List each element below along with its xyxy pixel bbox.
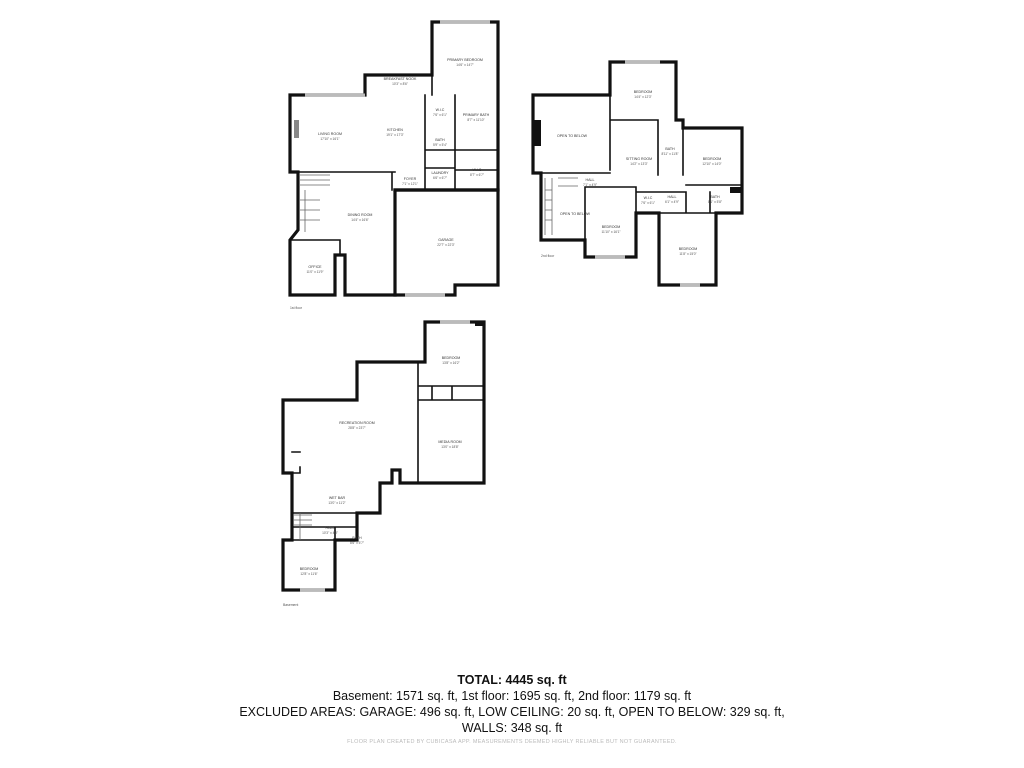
room-label: DINING ROOM <box>348 213 373 217</box>
room-label: KITCHEN <box>387 128 403 132</box>
disclaimer: FLOOR PLAN CREATED BY CUBICASA APP. MEAS… <box>347 739 677 745</box>
second-floor-rooms: BEDROOM 14'4" x 12'3" OPEN TO BELOW SITT… <box>557 90 722 256</box>
room-dims: 13'8" x 16'2" <box>442 361 459 365</box>
room-dims: 22'7" x 22'3" <box>437 243 454 247</box>
room-dims: 28'8" x 23'7" <box>348 426 365 430</box>
room-label: MEDIA ROOM <box>438 440 461 444</box>
room-dims: 6'6" x 6'7" <box>433 176 447 180</box>
room-label: BEDROOM <box>703 157 722 161</box>
room-dims: 14'4" x 12'3" <box>634 95 651 99</box>
room-label: BEDROOM <box>602 225 621 229</box>
room-dims: 7'6" x 6'1" <box>433 113 447 117</box>
room-label: PRIMARY BATH <box>463 113 490 117</box>
room-dims: 8'7" x 6'7" <box>470 173 484 177</box>
floor-label-second: 2nd floor <box>541 254 555 258</box>
room-dims: 8'7" x 11'10" <box>467 118 484 122</box>
room-dims: 5'9" x 5'4" <box>433 143 447 147</box>
room-label: W.I.C <box>436 108 445 112</box>
room-label: BEDROOM <box>634 90 653 94</box>
room-dims: 7'1" x 4'9" <box>583 183 597 187</box>
room-dims: 8'6" x 5'7" <box>350 541 364 545</box>
room-label: RECREATION ROOM <box>339 421 374 425</box>
room-label: OFFICE <box>308 265 322 269</box>
excluded-areas: EXCLUDED AREAS: GARAGE: 496 sq. ft, LOW … <box>239 705 785 719</box>
room-dims: 11'8" x 15'0" <box>679 252 696 256</box>
basement-plan: BEDROOM 13'8" x 16'2" RECREATION ROOM 28… <box>281 320 486 607</box>
room-label: WET BAR <box>329 496 346 500</box>
room-dims: 8'11" x 11'8" <box>661 152 678 156</box>
room-label: OPEN TO BELOW <box>557 134 588 138</box>
room-dims: 11'10" x 16'1" <box>601 230 620 234</box>
floor-label-first: 1st floor <box>290 306 303 310</box>
room-label: BREAKFAST NOOK <box>384 77 417 81</box>
room-label: BEDROOM <box>300 567 319 571</box>
basement-rooms: BEDROOM 13'8" x 16'2" RECREATION ROOM 28… <box>300 356 462 576</box>
room-dims: 10'3" x 4'3" <box>322 531 338 535</box>
room-label: SITTING ROOM <box>626 157 652 161</box>
floor-areas: Basement: 1571 sq. ft, 1st floor: 1695 s… <box>332 689 692 703</box>
room-dims: 14'2" x 13'3" <box>630 162 647 166</box>
room-dims: 6'1" x 4'9" <box>665 200 679 204</box>
room-dims: 7'1" x 12'1" <box>402 182 418 186</box>
room-dims: 12'8" x 11'6" <box>300 572 317 576</box>
room-label: LIVING ROOM <box>318 132 342 136</box>
room-dims: 12'10" x 14'0" <box>702 162 721 166</box>
room-label: LAUNDRY <box>431 171 449 175</box>
floor-label-basement: Basement <box>283 603 298 607</box>
room-label: BATH <box>435 138 445 142</box>
room-dims: 17'10" x 16'1" <box>320 137 339 141</box>
room-label: BEDROOM <box>442 356 461 360</box>
room-dims: 7'6" x 6'1" <box>641 201 655 205</box>
room-label: W.I.C <box>473 168 482 172</box>
room-dims: 19'1" x 17'3" <box>386 133 403 137</box>
room-dims: 14'4" x 16'6" <box>351 218 368 222</box>
room-label: GARAGE <box>438 238 454 242</box>
room-dims: 10'3" x 8'6" <box>392 82 408 86</box>
room-label: FOYER <box>404 177 417 181</box>
room-label: HALL <box>586 178 595 182</box>
room-label: BATH <box>710 195 720 199</box>
room-label: HALL <box>326 526 335 530</box>
room-dims: 14'6" x 14'7" <box>456 63 473 67</box>
room-dims: 11'0" x 11'9" <box>306 270 323 274</box>
room-dims: 13'0" x 18'8" <box>441 445 458 449</box>
room-label: PRIMARY BEDROOM <box>447 58 483 62</box>
room-dims: 13'0" x 11'2" <box>328 501 345 505</box>
room-label: BATH <box>665 147 675 151</box>
room-label: BATH <box>352 536 362 540</box>
room-label: BEDROOM <box>679 247 698 251</box>
total-area: TOTAL: 4445 sq. ft <box>457 673 567 687</box>
walls-area: WALLS: 348 sq. ft <box>461 721 563 735</box>
first-floor-rooms: PRIMARY BEDROOM 14'6" x 14'7" BREAKFAST … <box>306 58 489 274</box>
room-label: OPEN TO BELOW <box>560 212 591 216</box>
room-label: HALL <box>668 195 677 199</box>
area-summary: TOTAL: 4445 sq. ft Basement: 1571 sq. ft… <box>0 672 1024 746</box>
room-label: W.I.C <box>644 196 653 200</box>
first-floor-plan: PRIMARY BEDROOM 14'6" x 14'7" BREAKFAST … <box>288 20 500 310</box>
second-floor-plan: BEDROOM 14'4" x 12'3" OPEN TO BELOW SITT… <box>531 60 744 287</box>
room-dims: 8'1" x 5'8" <box>708 200 722 204</box>
